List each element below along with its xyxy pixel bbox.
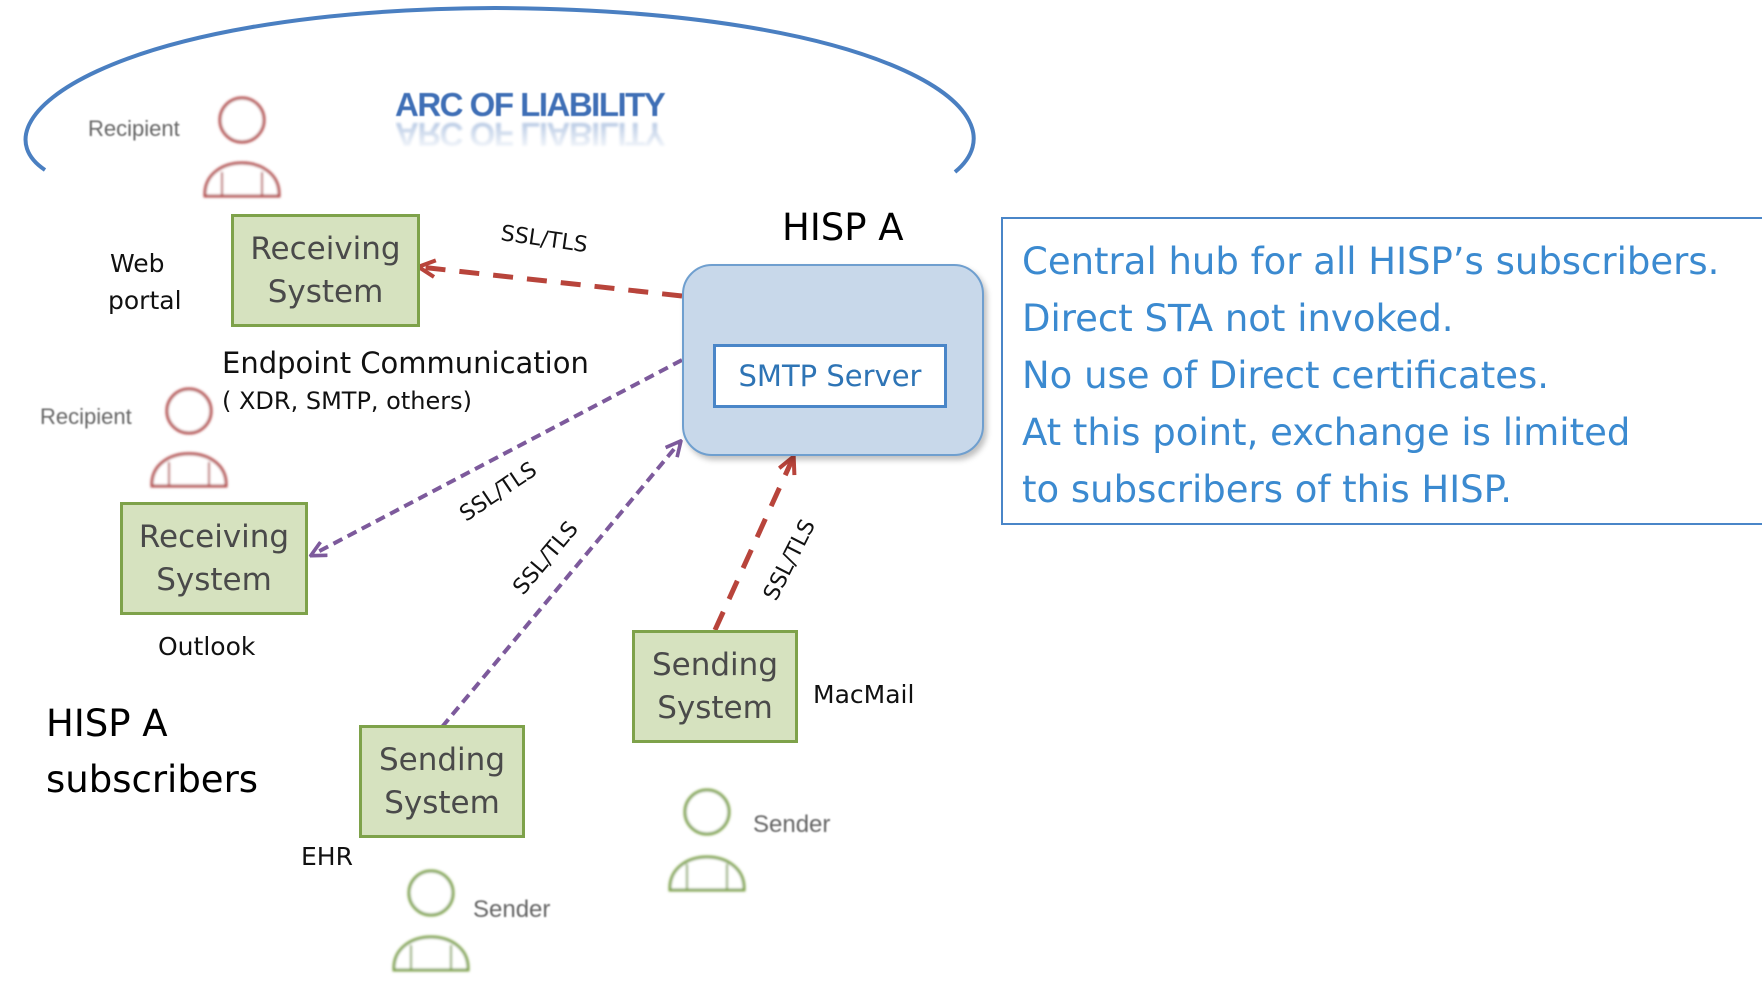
- tls-label-macmail: SSL/TLS: [759, 516, 821, 605]
- tls-label-ehr: SSL/TLS: [508, 517, 583, 600]
- recipient-top-label: Recipient: [88, 116, 180, 141]
- arrow-hisp-to-receiving-web: [420, 267, 683, 299]
- note-line-3: No use of Direct certificates.: [1022, 354, 1550, 397]
- sending-ehr-line2: System: [384, 784, 500, 821]
- subscribers-label-line1: HISP A: [46, 702, 168, 745]
- client-label-web: Web: [110, 249, 165, 278]
- endpoint-communication-title: Endpoint Communication: [222, 346, 589, 380]
- recipient-top-icon: [203, 96, 281, 198]
- receiving-web-line1: Receiving: [250, 230, 401, 267]
- tls-label-web: SSL/TLS: [499, 221, 589, 258]
- sending-ehr-line1: Sending: [378, 741, 505, 778]
- recipient-mid-icon: [150, 387, 228, 488]
- sender-ehr-icon: [392, 869, 470, 972]
- hisp-title: HISP A: [782, 206, 904, 249]
- client-label-macmail: MacMail: [813, 680, 915, 709]
- sending-system-macmail[interactable]: Sending System: [632, 630, 798, 743]
- receiving-outlook-line1: Receiving: [138, 518, 290, 555]
- sending-system-ehr[interactable]: Sending System: [359, 725, 525, 838]
- client-label-outlook: Outlook: [158, 632, 256, 661]
- receiving-system-web[interactable]: Receiving System: [231, 214, 420, 327]
- note-line-2: Direct STA not invoked.: [1022, 297, 1454, 340]
- sender-ehr-label: Sender: [473, 896, 551, 923]
- arc-title: ARC OF LIABILITY: [395, 86, 666, 123]
- receiving-system-outlook[interactable]: Receiving System: [120, 502, 308, 615]
- hub-description-note: Central hub for all HISP’s subscribers. …: [1001, 217, 1762, 525]
- sender-macmail-label: Sender: [753, 811, 831, 838]
- note-line-1: Central hub for all HISP’s subscribers.: [1022, 240, 1720, 283]
- note-line-5: to subscribers of this HISP.: [1022, 468, 1512, 511]
- note-line-4: At this point, exchange is limited: [1022, 411, 1631, 454]
- client-label-portal: portal: [108, 286, 182, 315]
- recipient-mid-label: Recipient: [40, 404, 132, 429]
- sending-macmail-line2: System: [657, 689, 773, 726]
- sending-macmail-line1: Sending: [651, 646, 778, 683]
- arrow-ehr-to-hisp: [440, 442, 680, 729]
- smtp-server-box[interactable]: SMTP Server: [713, 344, 947, 408]
- arrow-hisp-to-receiving-outlook: [312, 358, 683, 555]
- client-label-ehr: EHR: [301, 842, 353, 871]
- subscribers-label-line2: subscribers: [46, 758, 259, 801]
- tls-label-outlook: SSL/TLS: [455, 457, 541, 527]
- arc-of-liability: [23, 5, 976, 174]
- receiving-outlook-line2: System: [156, 561, 272, 598]
- endpoint-protocols: ( XDR, SMTP, others): [222, 387, 472, 415]
- sender-macmail-icon: [668, 788, 746, 892]
- receiving-web-line2: System: [267, 273, 384, 310]
- arc-title-reflection: ARC OF LIABILITY: [395, 119, 665, 153]
